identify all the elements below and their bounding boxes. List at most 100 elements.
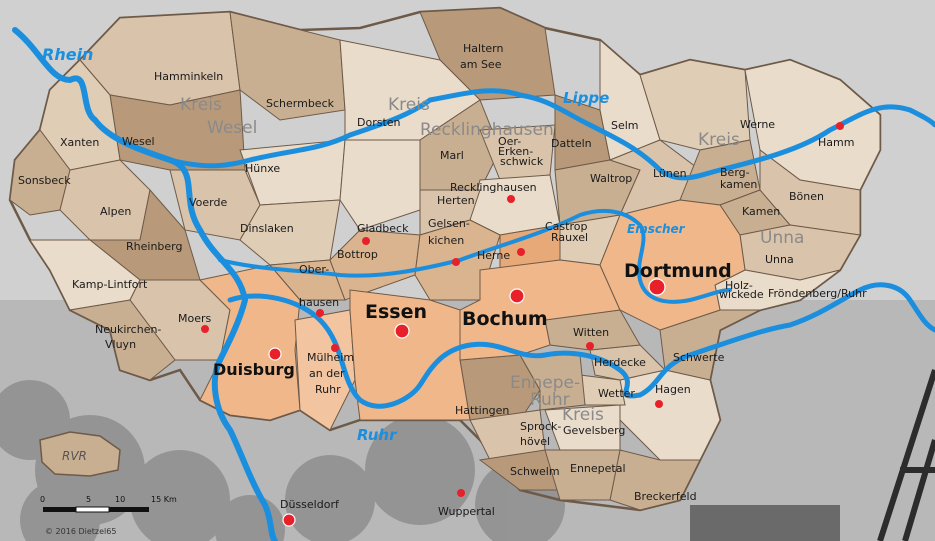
place-label: Ennepetal <box>570 462 626 475</box>
area-marl <box>419 99 501 191</box>
city-dot-duesseldorf <box>282 513 296 527</box>
place-label: Mülheim <box>307 351 354 364</box>
place-label: Dinslaken <box>240 222 294 235</box>
place-label: Unna <box>765 253 794 266</box>
credit-text: © 2016 Dietzel65 <box>45 527 116 536</box>
place-label: Recklinghausen <box>450 181 537 194</box>
place-label: Herdecke <box>594 356 646 369</box>
district-label: Kreis <box>562 405 604 425</box>
city-dot-moers <box>201 325 209 333</box>
place-label: Hattingen <box>455 404 509 417</box>
place-label: Hünxe <box>245 162 280 175</box>
place-label: kichen <box>428 234 464 247</box>
place-label: Breckerfeld <box>634 490 697 503</box>
place-label: Neukirchen- <box>95 323 161 336</box>
city-dots <box>201 122 844 527</box>
river-label-lippe: Lippe <box>563 89 609 107</box>
place-label: Schwelm <box>510 465 560 478</box>
place-label: Castrop <box>545 220 587 233</box>
outside-city-labels: Düsseldorf Wuppertal <box>280 498 495 518</box>
municipality-areas <box>9 7 881 511</box>
inset-locator: RVR <box>39 431 121 477</box>
place-label: hövel <box>520 435 550 448</box>
place-label: Rheinberg <box>126 240 182 253</box>
scale-tick: 15 Km <box>151 495 177 504</box>
district-label: Wesel <box>207 118 257 138</box>
district-labels: Kreis Wesel Kreis Recklinghausen Kreis U… <box>180 95 804 425</box>
place-label: Bottrop <box>337 248 378 261</box>
city-dot-dortmund <box>648 278 666 296</box>
inset-shape <box>39 431 121 477</box>
major-city-label: Duisburg <box>213 360 295 379</box>
place-label: Holz- <box>725 279 753 292</box>
place-label: schwick <box>500 155 544 168</box>
building <box>690 505 840 541</box>
place-label: Lünen <box>653 167 687 180</box>
area-gladbeck <box>339 139 421 231</box>
place-label: Wetter <box>598 387 635 400</box>
city-dot-hagen <box>655 400 663 408</box>
place-label: Kamp-Lintfort <box>72 278 148 291</box>
outside-city-label: Wuppertal <box>438 505 495 518</box>
area-essen <box>349 289 471 421</box>
place-label: Gevelsberg <box>563 424 625 437</box>
place-label: Schermbeck <box>266 97 335 110</box>
major-city-label: Essen <box>365 301 427 323</box>
district-label: Unna <box>760 228 804 248</box>
river-ruhr <box>227 282 935 409</box>
place-label: Ruhr <box>315 383 341 396</box>
district-label: Recklinghausen <box>420 120 554 140</box>
city-dot-herne <box>517 248 525 256</box>
place-label: Herten <box>437 194 475 207</box>
river-label-emscher: Emscher <box>627 222 686 236</box>
place-label: Kamen <box>742 205 780 218</box>
river-label-rhein: Rhein <box>42 45 93 64</box>
tree-silhouettes <box>0 380 565 541</box>
city-dot-oberhausen <box>316 309 324 317</box>
place-label: kamen <box>720 178 757 191</box>
place-label: Marl <box>440 149 464 162</box>
scale-tick: 5 <box>86 495 91 504</box>
area-dortmund <box>599 199 746 331</box>
place-label: Oer- <box>498 135 521 148</box>
river-label-ruhr: Ruhr <box>357 426 398 444</box>
district-label: Kreis <box>698 130 740 150</box>
place-label: Schwerte <box>673 351 725 364</box>
place-label: Datteln <box>551 137 592 150</box>
place-label: Voerde <box>189 196 227 209</box>
major-city-label: Dortmund <box>624 260 732 282</box>
place-label: Vluyn <box>105 338 136 351</box>
scale-segment <box>75 506 110 513</box>
place-label: Gelsen- <box>428 217 470 230</box>
scale-segment <box>109 507 149 512</box>
place-label: Erken- <box>498 145 533 158</box>
place-label: Selm <box>611 119 639 132</box>
place-label: Moers <box>178 312 212 325</box>
place-label: am See <box>460 58 502 71</box>
place-label: Rauxel <box>551 231 588 244</box>
area-schermbeck <box>229 11 346 121</box>
district-label: Ennepe- <box>510 373 580 393</box>
place-label: Wesel <box>122 135 155 148</box>
scale-tick: 0 <box>40 495 45 504</box>
place-label: an der <box>309 367 345 380</box>
district-label: Ruhr <box>530 390 570 410</box>
city-dot-bochum <box>509 288 525 304</box>
place-label: wickede <box>719 288 764 301</box>
headframe-structure <box>877 369 935 541</box>
place-label: Hamminkeln <box>154 70 223 83</box>
place-label: Waltrop <box>590 172 632 185</box>
municipality-labels: Hamminkeln Schermbeck Haltern am See Dor… <box>18 42 867 503</box>
city-dot-wuppertal <box>457 489 465 497</box>
place-label: Hagen <box>655 383 691 396</box>
place-label: Hamm <box>818 136 854 149</box>
district-label: Kreis <box>180 95 222 115</box>
area-neukirchen <box>68 299 176 381</box>
outside-city-label: Düsseldorf <box>280 498 340 511</box>
place-label: Dorsten <box>357 116 401 129</box>
place-label: Gladbeck <box>357 222 409 235</box>
city-dot-essen <box>394 323 410 339</box>
place-label: Sonsbeck <box>18 174 71 187</box>
place-label: Fröndenberg/Ruhr <box>768 287 867 300</box>
